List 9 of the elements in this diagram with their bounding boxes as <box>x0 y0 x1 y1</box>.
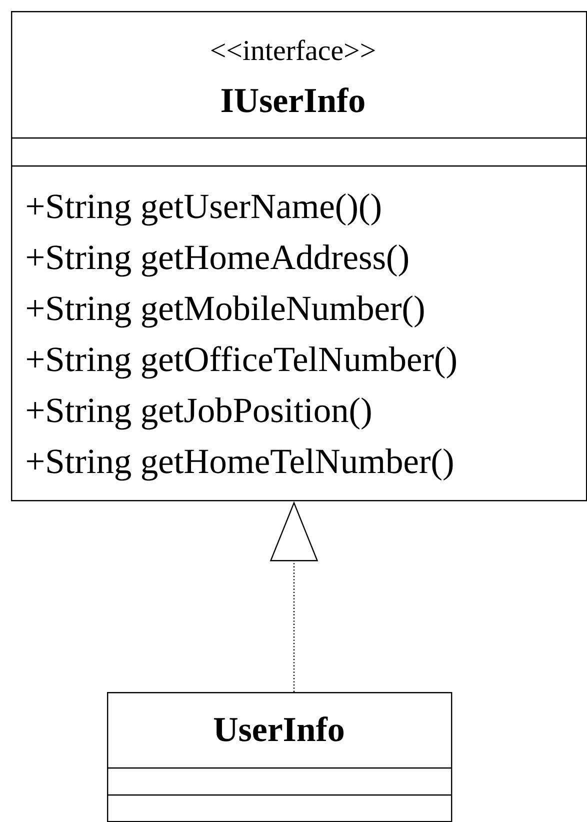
class-name: UserInfo <box>214 716 344 742</box>
method-text: +String getJobPosition() <box>26 397 371 430</box>
stereotype-label: <<interface>> <box>211 40 375 60</box>
class-name: IUserInfo <box>222 87 364 112</box>
method-text: +String getMobileNumber() <box>26 295 424 328</box>
method-text: +String getOfficeTelNumber() <box>26 346 456 379</box>
method-text: +String getHomeTelNumber() <box>26 448 453 481</box>
method-text: +String getHomeAddress() <box>26 244 408 277</box>
method-text: +String getUserName()() <box>26 193 380 226</box>
